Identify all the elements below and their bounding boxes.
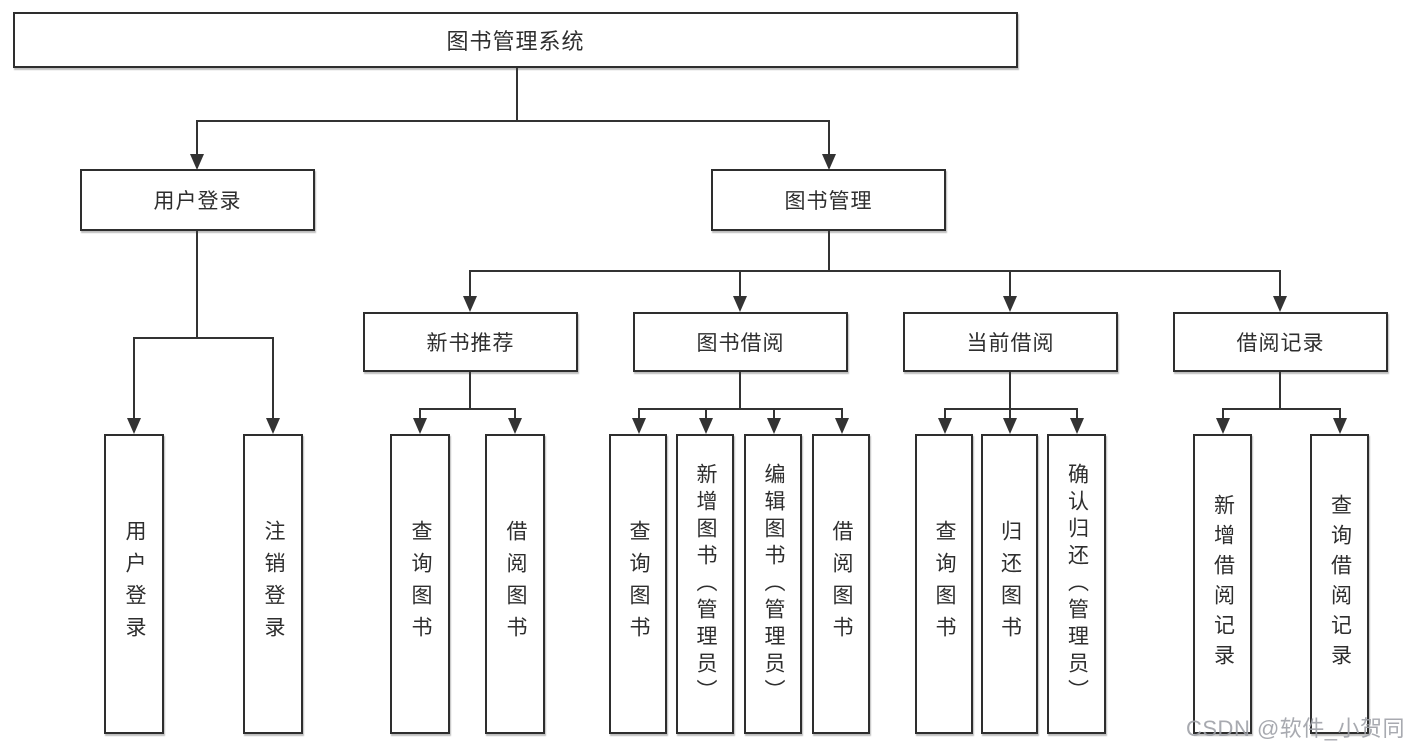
connector-line	[272, 337, 274, 418]
leaf-label: 借阅图书	[830, 520, 853, 648]
connector-line	[196, 120, 830, 122]
leaf-edit-books-admin: 编辑图书（管理员）	[744, 434, 802, 734]
arrowhead-icon	[508, 418, 522, 434]
leaf-add-borrow-record: 新增借阅记录	[1193, 434, 1252, 734]
connector-line	[828, 120, 830, 168]
connector-line	[469, 270, 1281, 272]
connector-line	[419, 408, 421, 420]
leaf-label: 新增借阅记录	[1211, 494, 1235, 674]
node-label: 图书管理系统	[446, 29, 585, 54]
leaf-query-borrow-record: 查询借阅记录	[1310, 434, 1369, 734]
leaf-query-books-current: 查询图书	[915, 434, 973, 734]
csdn-watermark: CSDN @软件_小贺同学	[1186, 716, 1405, 741]
connector-line	[638, 408, 640, 420]
arrowhead-icon	[835, 418, 849, 434]
arrowhead-icon	[1333, 418, 1347, 434]
connector-line	[739, 270, 741, 298]
leaf-label: 查询图书	[409, 520, 432, 648]
arrowhead-icon	[632, 418, 646, 434]
node-book-borrow: 图书借阅	[633, 312, 848, 372]
node-book-management: 图书管理	[711, 169, 946, 231]
connector-line	[944, 408, 946, 420]
leaf-return-books: 归还图书	[981, 434, 1038, 734]
connector-line	[1339, 408, 1341, 420]
leaf-label: 用户登录	[123, 520, 146, 648]
node-label: 图书借阅	[696, 332, 785, 355]
arrowhead-icon	[733, 296, 747, 312]
leaf-label: 查询借阅记录	[1328, 494, 1352, 674]
connector-line	[739, 372, 741, 408]
connector-line	[469, 270, 471, 298]
connector-line	[196, 231, 198, 337]
arrowhead-icon	[699, 418, 713, 434]
node-user-login: 用户登录	[80, 169, 315, 231]
arrowhead-icon	[1216, 418, 1230, 434]
leaf-borrow-books-recommend: 借阅图书	[485, 434, 545, 734]
leaf-label: 注销登录	[262, 520, 285, 648]
connector-line	[1222, 408, 1340, 410]
connector-line	[638, 408, 842, 410]
leaf-label: 借阅图书	[504, 520, 527, 648]
connector-line	[516, 68, 518, 120]
node-label: 借阅记录	[1236, 332, 1325, 355]
arrowhead-icon	[1003, 418, 1017, 434]
connector-line	[419, 408, 515, 410]
leaf-label: 新增图书（管理员）	[694, 462, 717, 706]
connector-line	[514, 408, 516, 420]
arrowhead-icon	[1273, 296, 1287, 312]
leaf-add-books-admin: 新增图书（管理员）	[676, 434, 734, 734]
arrowhead-icon	[938, 418, 952, 434]
connector-line	[1222, 408, 1224, 420]
connector-line	[828, 231, 830, 270]
arrowhead-icon	[190, 154, 204, 170]
node-label: 图书管理	[784, 190, 873, 213]
arrowhead-icon	[1003, 296, 1017, 312]
node-new-book-recommend: 新书推荐	[363, 312, 578, 372]
leaf-query-books-recommend: 查询图书	[390, 434, 450, 734]
node-library-system: 图书管理系统	[13, 12, 1018, 68]
connector-line	[1009, 408, 1011, 420]
connector-line	[133, 337, 273, 339]
node-label: 用户登录	[153, 190, 242, 213]
arrowhead-icon	[767, 418, 781, 434]
node-borrow-records: 借阅记录	[1173, 312, 1388, 372]
leaf-logout: 注销登录	[243, 434, 303, 734]
connector-line	[773, 408, 775, 420]
arrowhead-icon	[127, 418, 141, 434]
arrowhead-icon	[822, 154, 836, 170]
leaf-label: 归还图书	[998, 520, 1022, 648]
leaf-label: 查询图书	[627, 520, 650, 648]
leaf-confirm-return-admin: 确认归还（管理员）	[1047, 434, 1106, 734]
leaf-label: 编辑图书（管理员）	[762, 462, 785, 706]
node-label: 新书推荐	[426, 332, 515, 355]
connector-line	[1076, 408, 1078, 420]
connector-line	[841, 408, 843, 420]
leaf-query-books-borrow: 查询图书	[609, 434, 667, 734]
connector-line	[196, 120, 198, 168]
connector-line	[1279, 270, 1281, 298]
node-label: 当前借阅	[966, 332, 1055, 355]
leaf-user-login: 用户登录	[104, 434, 164, 734]
leaf-label: 确认归还（管理员）	[1065, 462, 1089, 706]
connector-line	[1009, 372, 1011, 408]
node-current-borrow: 当前借阅	[903, 312, 1118, 372]
leaf-borrow-books: 借阅图书	[812, 434, 870, 734]
connector-line	[469, 372, 471, 408]
connector-line	[133, 337, 135, 418]
arrowhead-icon	[413, 418, 427, 434]
connector-line	[1009, 270, 1011, 298]
connector-line	[1279, 372, 1281, 408]
arrowhead-icon	[463, 296, 477, 312]
connector-line	[705, 408, 707, 420]
arrowhead-icon	[266, 418, 280, 434]
arrowhead-icon	[1070, 418, 1084, 434]
leaf-label: 查询图书	[933, 520, 956, 648]
